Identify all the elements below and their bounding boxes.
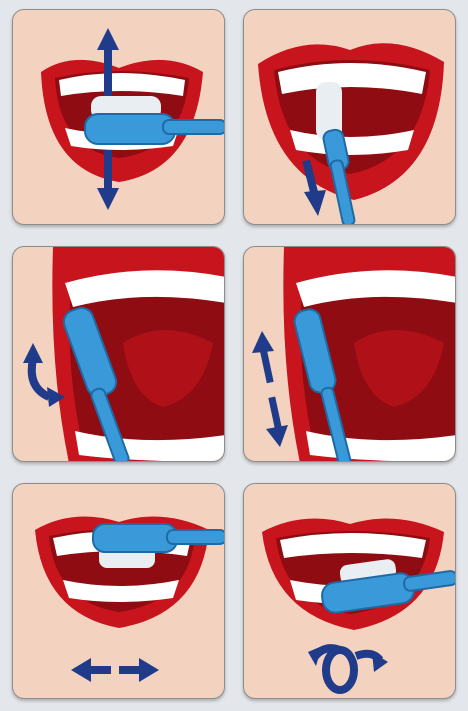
step-3-panel — [12, 246, 225, 462]
step-2-panel — [243, 9, 456, 225]
toothbrush — [85, 96, 225, 144]
step-5-illustration — [13, 484, 225, 699]
arrow-circular-icon — [308, 646, 388, 690]
step-1-illustration — [13, 10, 225, 225]
step-3-illustration — [13, 247, 225, 462]
step-6-illustration — [244, 484, 456, 699]
step-4-panel — [243, 246, 456, 462]
step-1-panel — [12, 9, 225, 225]
step-2-illustration — [244, 10, 456, 225]
step-4-illustration — [244, 247, 456, 462]
step-5-panel — [12, 483, 225, 699]
step-6-panel — [243, 483, 456, 699]
arrow-up-down-icon — [252, 331, 288, 447]
arrow-left-right-icon — [71, 658, 159, 682]
